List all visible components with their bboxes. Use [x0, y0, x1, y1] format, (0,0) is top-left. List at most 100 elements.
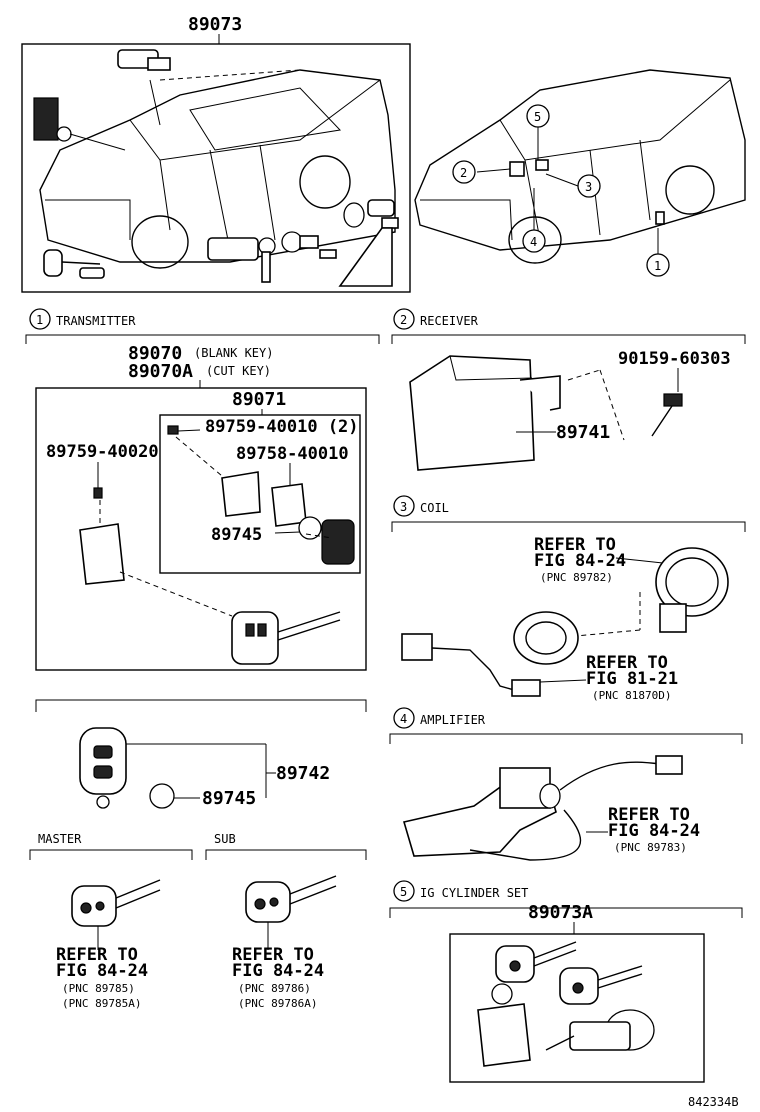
svg-text:(PNC 89786): (PNC 89786): [238, 982, 311, 995]
sub-key-part: [245, 875, 337, 923]
door-lock-part: [117, 49, 171, 71]
svg-text:REFER TO: REFER TO: [534, 535, 616, 555]
section-amplifier: 4 AMPLIFIER REFER TO FIG 84-24 (PNC 8978…: [389, 707, 743, 861]
svg-text:REFER TO: REFER TO: [608, 805, 690, 825]
transmitter-key-part: [231, 611, 341, 665]
callout-5: 5: [526, 104, 550, 128]
svg-text:REFER TO: REFER TO: [586, 653, 668, 673]
bolt-part: [651, 393, 683, 437]
part-89759-40010: 89759-40010 (2): [205, 417, 359, 437]
part-89758-40010: 89758-40010: [236, 444, 349, 464]
coil-title: COIL: [420, 501, 449, 515]
case-inner-frame: [159, 414, 361, 574]
transmitter-cover-part: [79, 523, 125, 585]
svg-text:FIG 84-24: FIG 84-24: [534, 551, 626, 571]
svg-text:(CUT KEY): (CUT KEY): [206, 364, 271, 378]
master-key-part: [71, 879, 161, 927]
callout-3: 3: [577, 174, 601, 198]
gasket-part: [271, 483, 307, 527]
section-coil: 3 COIL REFER TO FIG 84-24 (PNC 89782) RE…: [391, 495, 746, 702]
svg-text:(PNC 89785): (PNC 89785): [62, 982, 135, 995]
cylinder-key-1: [491, 941, 577, 1005]
part-89741: 89741: [556, 422, 610, 443]
cylinder-body-part: [545, 1009, 655, 1051]
remote-fob-part: [79, 727, 127, 809]
svg-text:(PNC 89785A): (PNC 89785A): [62, 997, 141, 1010]
svg-text:4: 4: [400, 712, 407, 726]
ignition-cylinder-part: [207, 237, 276, 283]
svg-text:FIG 84-24: FIG 84-24: [56, 961, 148, 981]
svg-text:REFER TO: REFER TO: [56, 945, 138, 965]
svg-text:3: 3: [585, 180, 592, 194]
section-title: TRANSMITTER: [56, 314, 136, 328]
svg-text:4: 4: [530, 235, 537, 249]
part-89070: 89070: [128, 343, 182, 364]
section-transmitter: 1 TRANSMITTER 89070 (BLANK KEY) 89070A (…: [25, 308, 380, 671]
svg-text:FIG 84-24: FIG 84-24: [232, 961, 324, 981]
small-key-tag: [319, 249, 337, 259]
cylinder-key-2: [559, 965, 643, 1005]
battery-part: [298, 516, 322, 540]
part-89745-a: 89745: [211, 525, 262, 545]
transmitter-frame: [35, 387, 367, 671]
key-parts-left: [43, 249, 105, 279]
amplifier-unit-part: [402, 755, 683, 861]
coil-assembly-part: [401, 611, 579, 697]
section-sub: SUB REFER TO FIG 84-24 (PNC 89786) (PNC …: [205, 832, 367, 1010]
side-screw-part: [93, 487, 103, 499]
svg-text:5: 5: [400, 885, 407, 899]
part-90159-60303: 90159-60303: [618, 349, 731, 369]
svg-text:(PNC 81870D): (PNC 81870D): [592, 689, 671, 702]
svg-text:(BLANK KEY): (BLANK KEY): [194, 346, 273, 360]
door-cylinder-part: [343, 199, 399, 229]
svg-text:FIG 81-21: FIG 81-21: [586, 669, 678, 689]
receiver-unit-part: [409, 355, 561, 471]
svg-text:1: 1: [654, 259, 661, 273]
part-89073A: 89073A: [528, 902, 593, 923]
vehicle-illustration-right: 2 5 3 4 1: [414, 69, 746, 277]
svg-text:2: 2: [460, 166, 467, 180]
part-89745-b: 89745: [202, 788, 256, 809]
svg-text:(PNC 89782): (PNC 89782): [540, 571, 613, 584]
key-tag-part: [477, 1003, 531, 1067]
cylinder-frame: [449, 933, 705, 1083]
button-pad-part: [321, 519, 355, 565]
svg-text:(PNC 89786A): (PNC 89786A): [238, 997, 317, 1010]
svg-text:5: 5: [534, 110, 541, 124]
overview-part-number: 89073: [188, 14, 242, 35]
trunk-lock-part: [33, 97, 59, 141]
svg-text:FIG 84-24: FIG 84-24: [608, 821, 700, 841]
overview-panel: 89073: [21, 14, 411, 293]
vehicle-illustration-left: [33, 49, 399, 287]
svg-text:(PNC 89783): (PNC 89783): [614, 841, 687, 854]
callout-2: 2: [452, 160, 476, 184]
callout-4: 4: [522, 229, 546, 253]
section-remote: 89742 89745: [35, 699, 367, 809]
remote-battery-part: [149, 783, 175, 809]
diagram-code: 842334B: [688, 1095, 739, 1109]
screw-part: [167, 425, 179, 435]
part-89070A: 89070A: [128, 361, 193, 382]
coil-ring-part: [655, 547, 729, 633]
cylinder-title: IG CYLINDER SET: [420, 886, 528, 900]
receiver-title: RECEIVER: [420, 314, 479, 328]
part-89742: 89742: [276, 763, 330, 784]
transmitter-case-half: [221, 471, 261, 517]
svg-text:2: 2: [400, 313, 407, 327]
section-master: MASTER REFER TO FIG 84-24 (PNC 89785) (P…: [29, 832, 193, 1010]
svg-text:REFER TO: REFER TO: [232, 945, 314, 965]
glove-box-lock-part: [281, 231, 319, 253]
part-89071: 89071: [232, 389, 286, 410]
key-plate-tag: [338, 227, 393, 287]
callout-1: 1: [646, 253, 670, 277]
section-receiver: 2 RECEIVER 90159-60303 89741: [391, 308, 746, 471]
master-title: MASTER: [38, 832, 82, 846]
svg-text:3: 3: [400, 500, 407, 514]
section-index: 1: [36, 313, 43, 327]
overview-frame: [21, 43, 411, 293]
amplifier-title: AMPLIFIER: [420, 713, 486, 727]
part-89759-40020: 89759-40020: [46, 442, 159, 462]
section-cylinder: 5 IG CYLINDER SET 89073A: [389, 880, 743, 1083]
sub-title: SUB: [214, 832, 236, 846]
